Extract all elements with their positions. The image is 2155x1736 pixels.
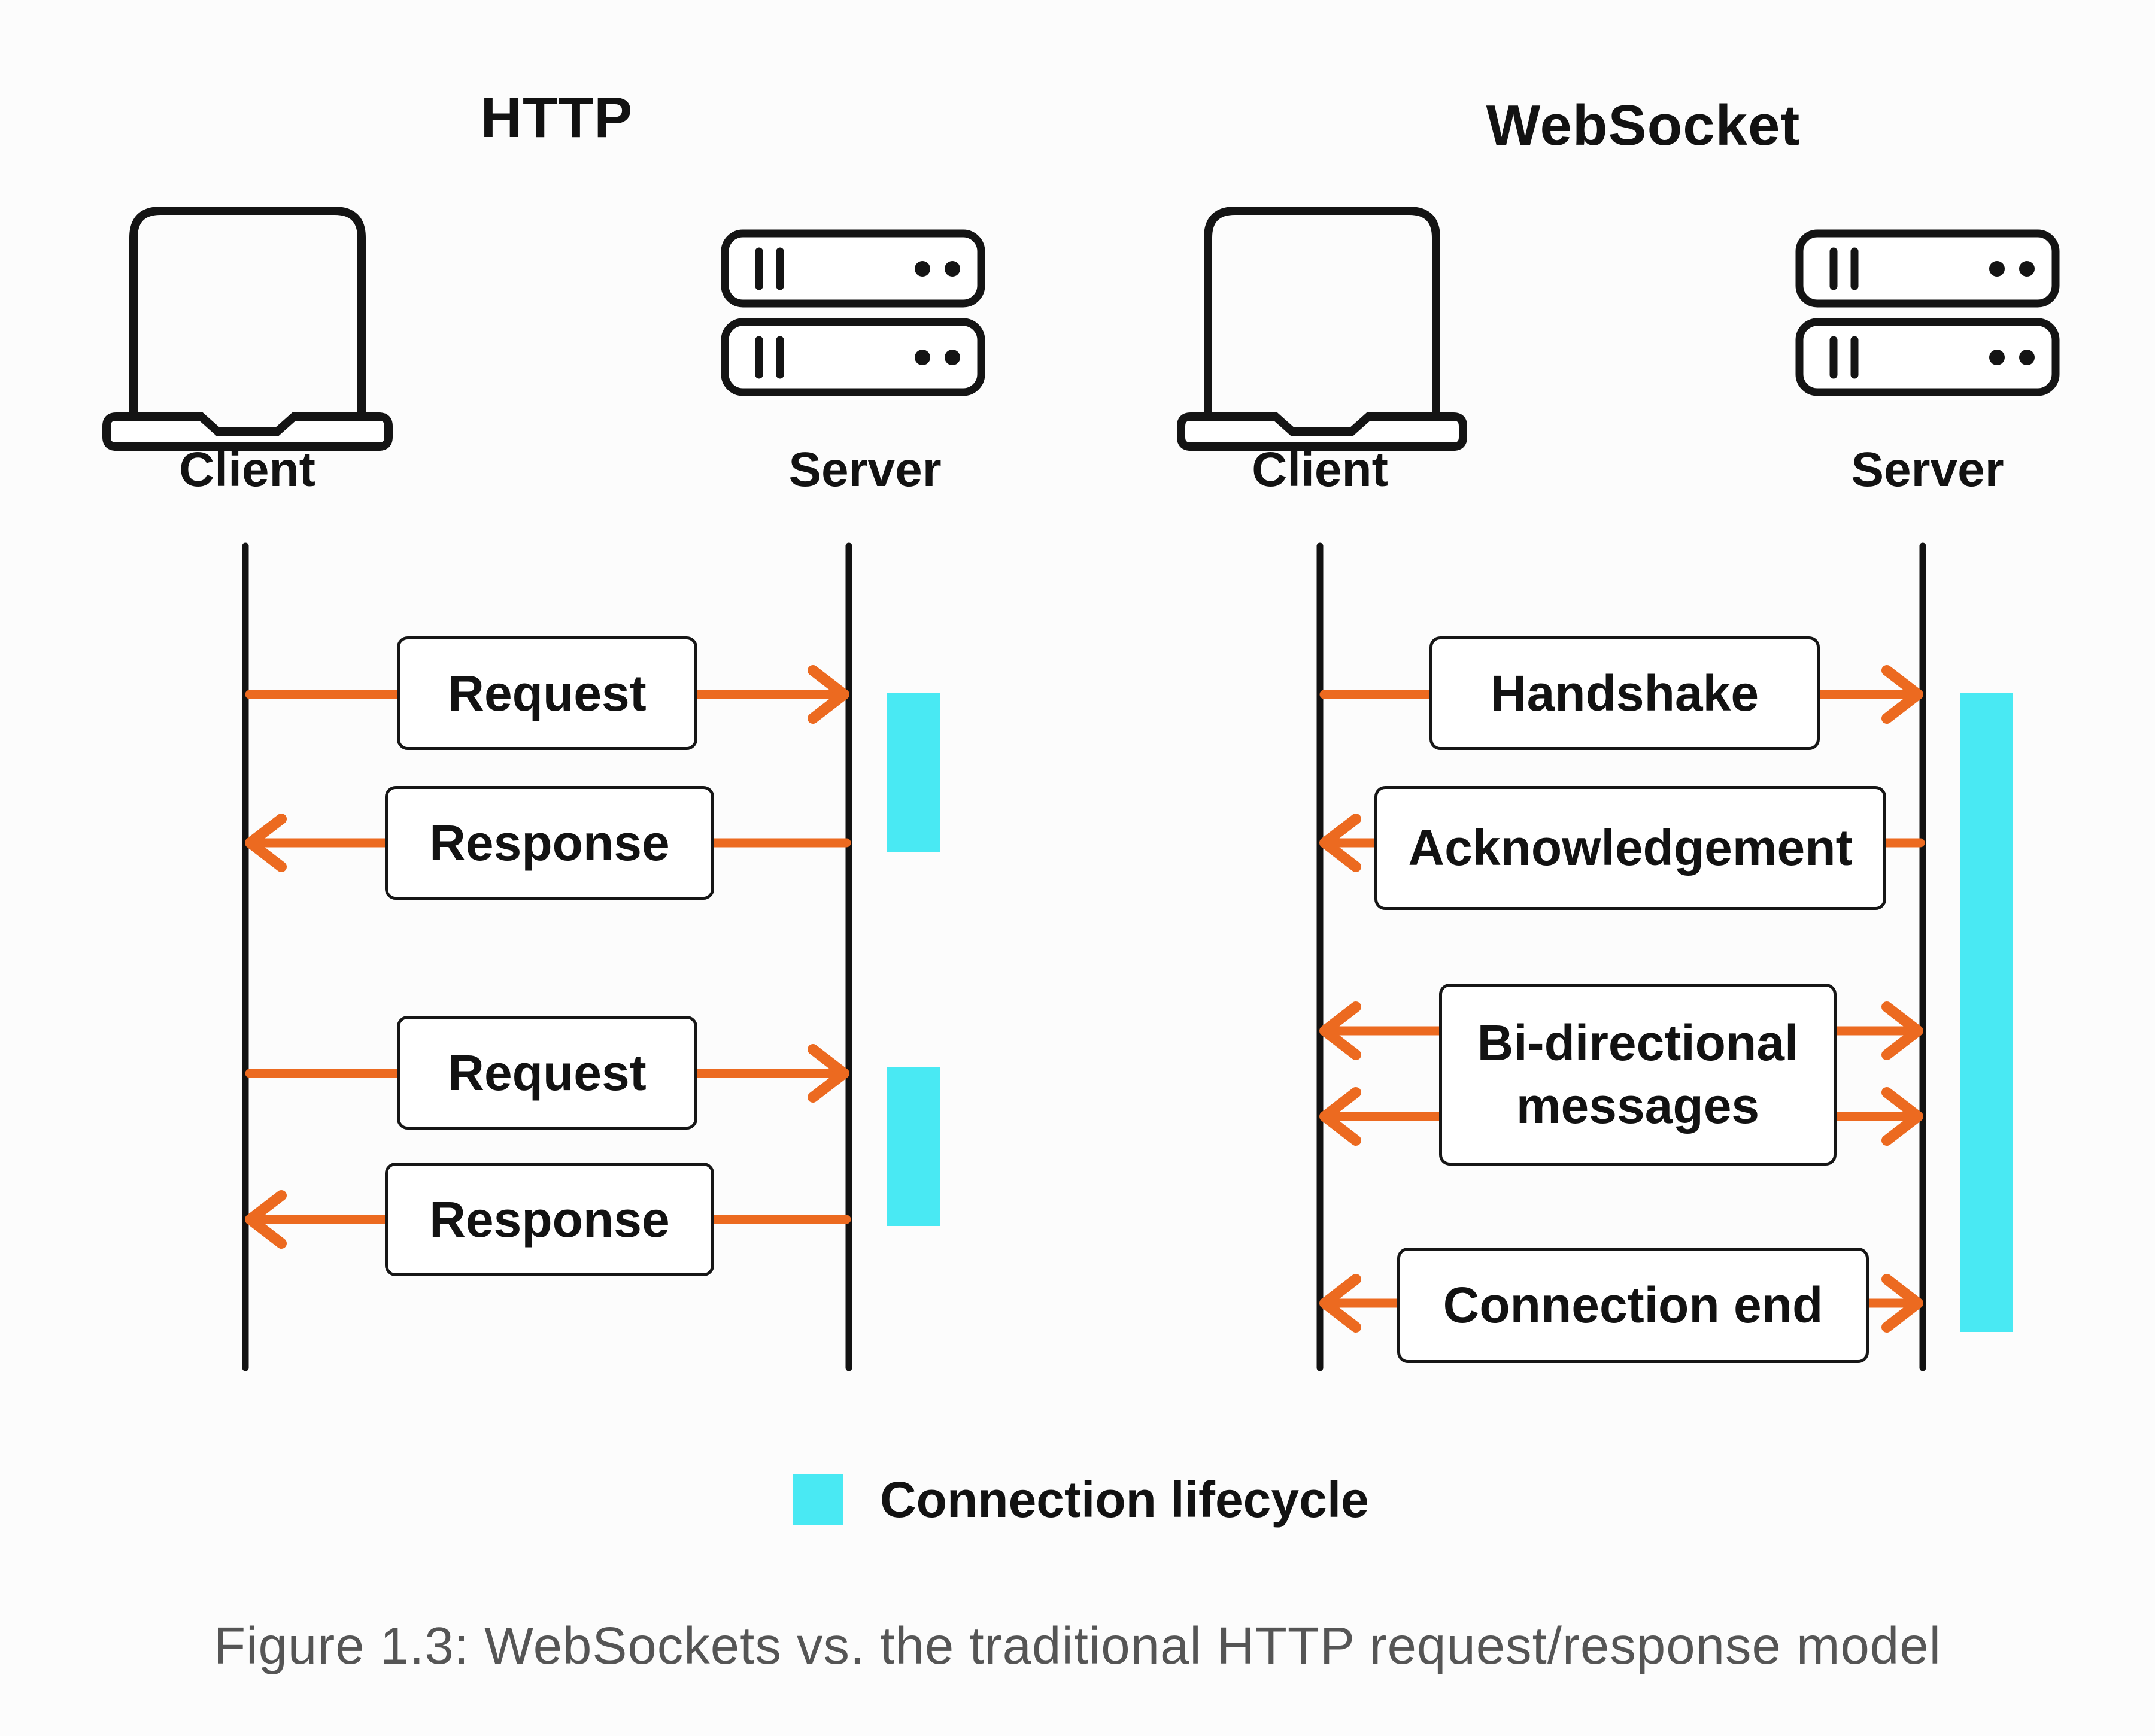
websocket-title: WebSocket [1486,93,1801,157]
http-server-label: Server [788,442,942,497]
websocket-server-label: Server [1851,442,2004,497]
websocket-acknowledgement-box: Acknowledgement [1374,786,1886,910]
legend-lifecycle-swatch [793,1474,843,1525]
http-title: HTTP [480,86,633,150]
websocket-handshake-box: Handshake [1429,636,1820,750]
http-response-box-2: Response [385,1163,714,1276]
http-request-box-1: Request [397,636,697,750]
websocket-lifecycle-bar [1960,693,2013,1332]
http-request-box-2: Request [397,1016,697,1130]
websocket-server-rack-icon [1799,233,2056,392]
http-client-label: Client [179,442,315,497]
http-response-box-1: Response [385,786,714,900]
http-client-laptop-icon [107,211,388,447]
websocket-client-laptop-icon [1181,211,1463,447]
websocket-bidirectional-box: Bi-directional messages [1439,984,1837,1166]
http-lifecycle-bar-1 [887,693,940,852]
websocket-connection-end-box: Connection end [1397,1248,1869,1363]
http-server-rack-icon [725,233,981,392]
legend-lifecycle-label: Connection lifecycle [880,1471,1369,1528]
http-lifecycle-bar-2 [887,1067,940,1226]
figure-caption: Figure 1.3: WebSockets vs. the tradition… [214,1617,1941,1675]
websocket-client-label: Client [1252,442,1388,497]
